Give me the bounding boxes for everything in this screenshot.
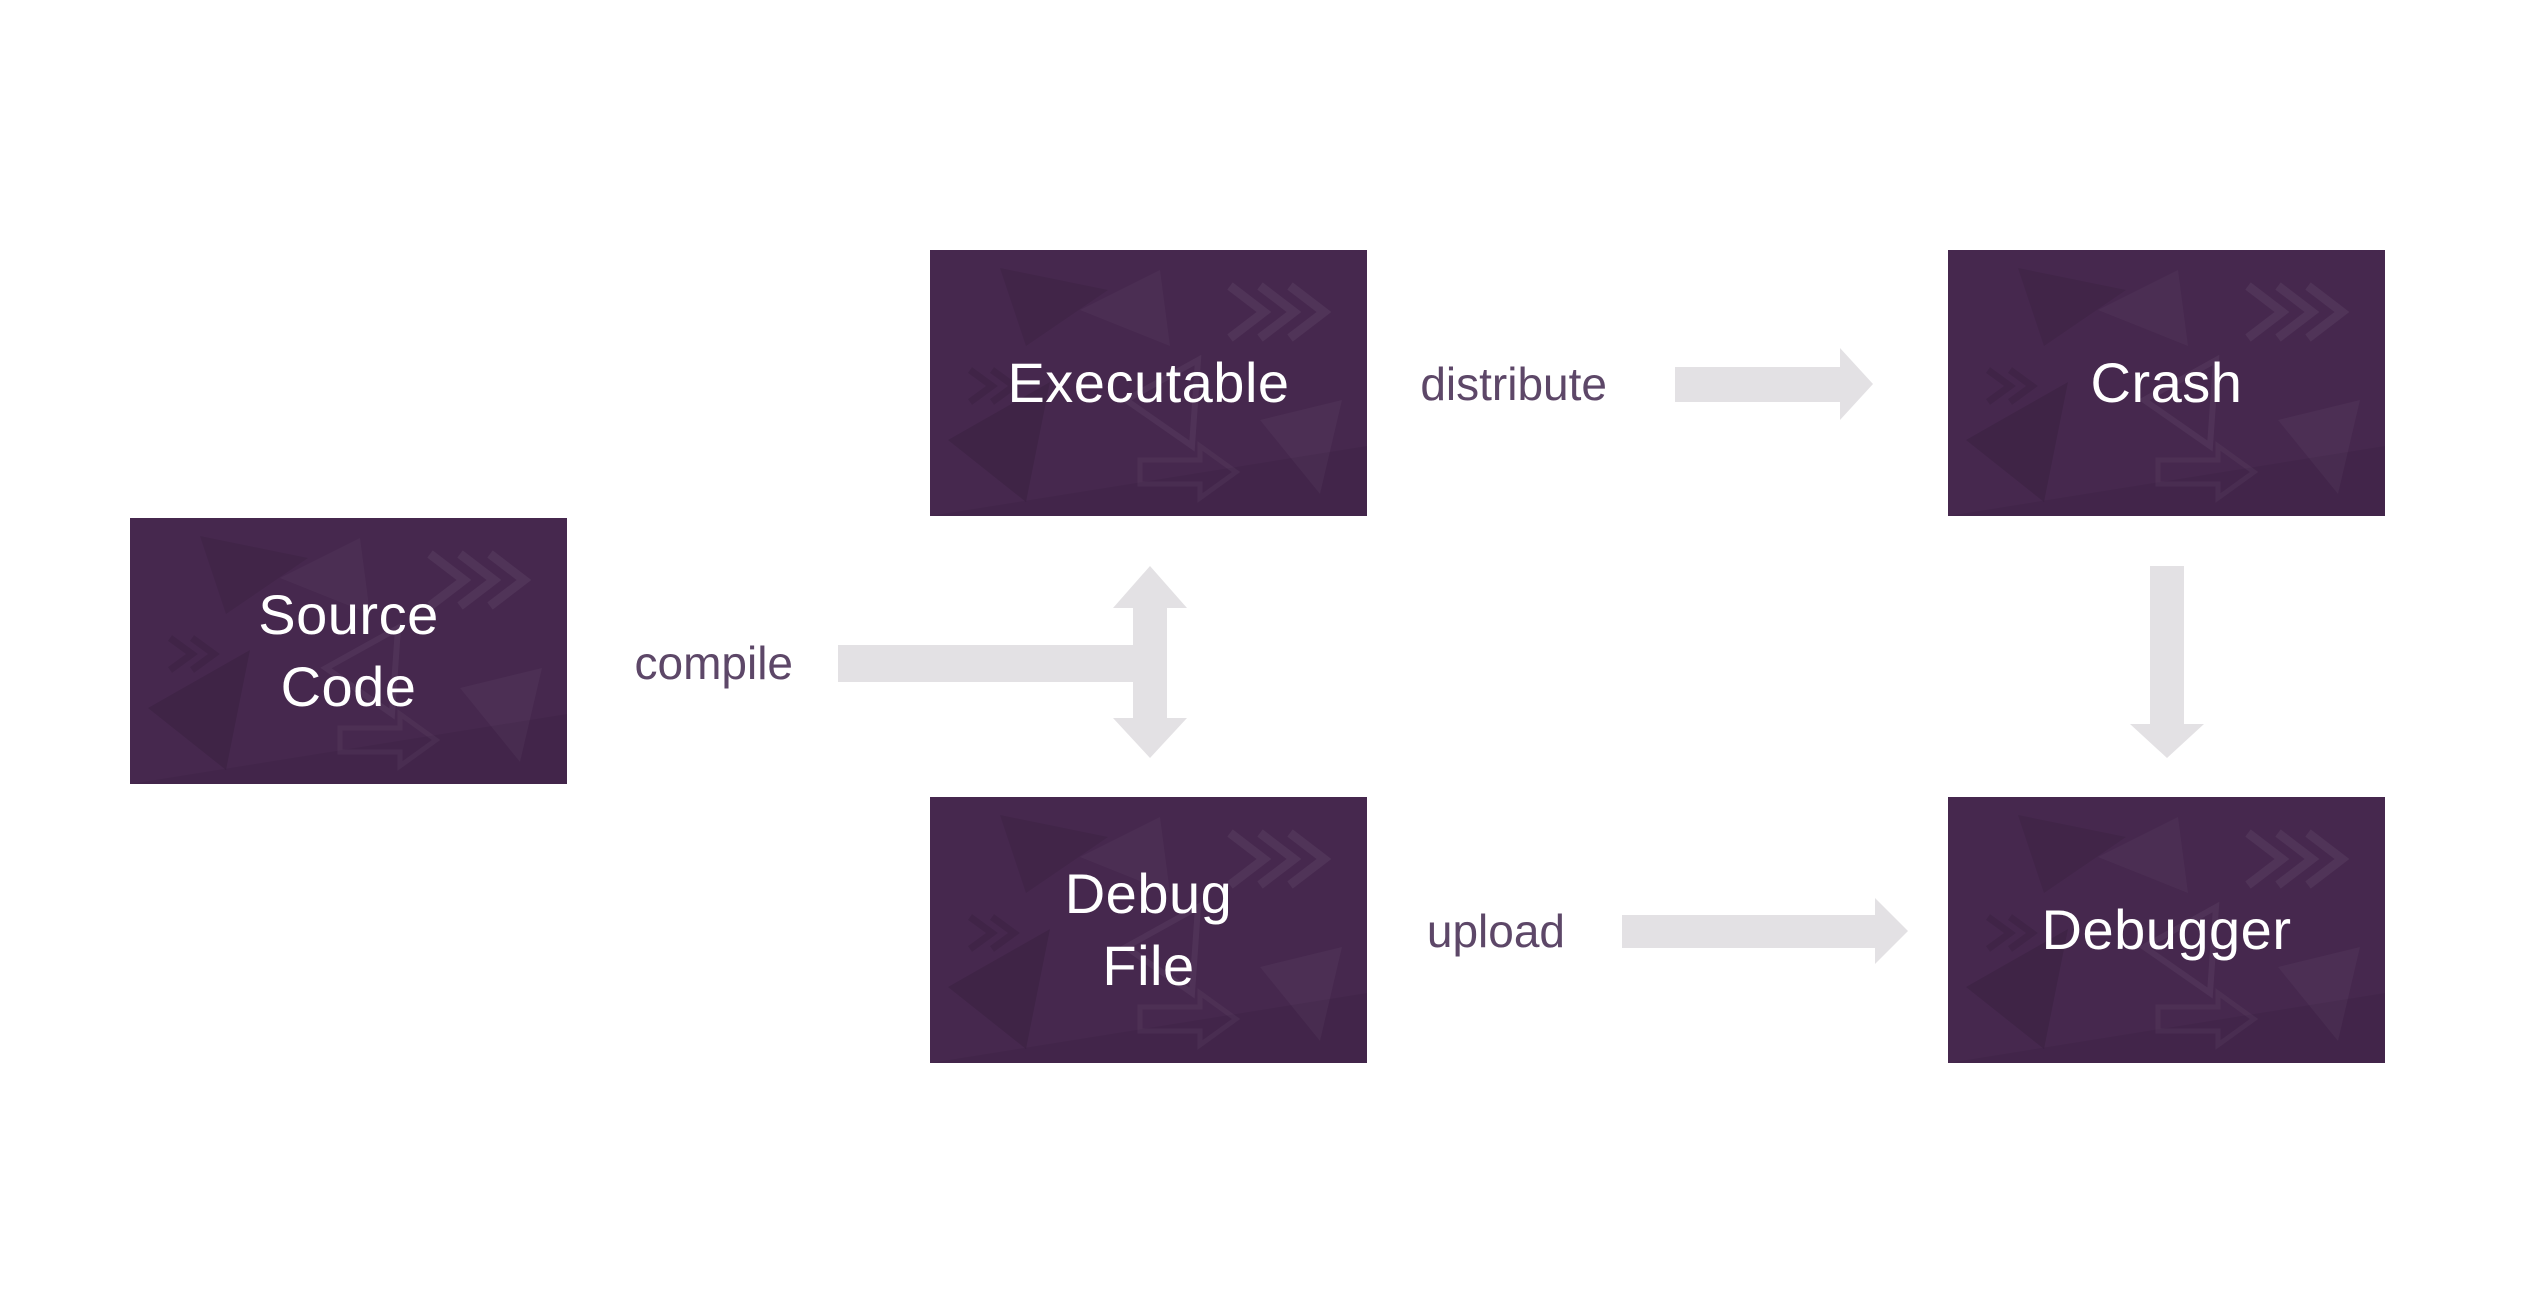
node-source-code: Source Code (130, 518, 567, 784)
node-executable: Executable (930, 250, 1367, 516)
node-crash: Crash (1948, 250, 2385, 516)
compile-arrow-bar (838, 645, 1152, 682)
node-label-debug-file: Debug File (930, 797, 1367, 1063)
connector-label-distribute: distribute (1420, 358, 1607, 410)
connector-label-compile: compile (634, 637, 793, 689)
node-label-debugger: Debugger (1948, 797, 2385, 1063)
node-label-line: Debugger (2041, 898, 2292, 961)
node-label-line: Source (258, 583, 439, 646)
node-debug-file: Debug File (930, 797, 1367, 1063)
node-label-line: Debug (1064, 862, 1233, 925)
node-label-crash: Crash (1948, 250, 2385, 516)
node-label-source-code: Source Code (130, 518, 567, 784)
upload-arrow (1622, 898, 1908, 964)
compile-double-arrow (1113, 566, 1187, 758)
node-debugger: Debugger (1948, 797, 2385, 1063)
node-label-line: Crash (2090, 351, 2243, 414)
distribute-arrow (1675, 348, 1873, 420)
node-label-executable: Executable (930, 250, 1367, 516)
node-label-line: Code (280, 655, 417, 718)
node-label-line: File (1102, 934, 1195, 997)
crash-to-debugger-arrow (2130, 566, 2204, 758)
node-label-line: Executable (1007, 351, 1290, 414)
connector-label-upload: upload (1426, 905, 1565, 957)
